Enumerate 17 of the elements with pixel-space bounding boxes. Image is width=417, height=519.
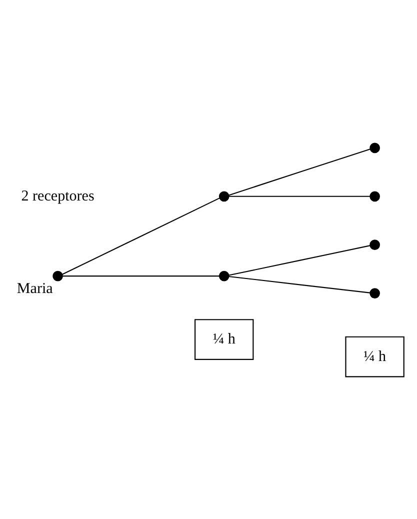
connector (62, 275, 220, 276)
node-circle (370, 239, 380, 250)
connector (228, 275, 370, 293)
node-box: ¼ h (194, 318, 254, 360)
node-circle (52, 270, 63, 281)
connector (62, 197, 220, 274)
node-circle (218, 270, 230, 281)
node-circle (370, 190, 380, 202)
connector (228, 244, 370, 276)
connector (228, 148, 370, 196)
node-circle (218, 190, 230, 202)
node-box: ¼ h (345, 336, 404, 377)
connector (228, 195, 370, 196)
node-label: Maria (16, 280, 53, 296)
node-circle (370, 288, 380, 298)
label: 2 receptores (21, 188, 94, 204)
node-circle (370, 142, 380, 153)
